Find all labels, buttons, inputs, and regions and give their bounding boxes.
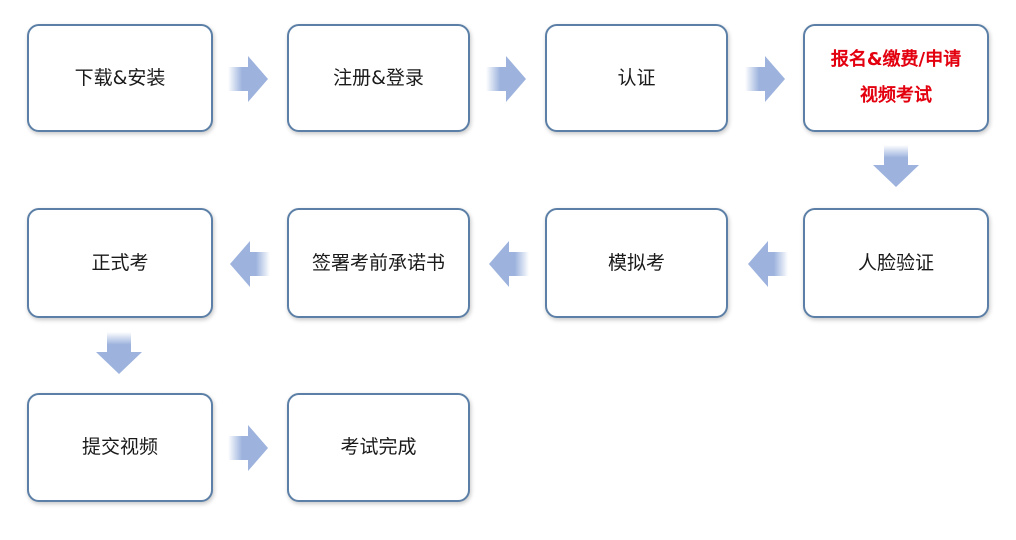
step-label: 正式考 [91,251,149,274]
arrow-right-icon [228,56,268,102]
step-certify: 认证 [545,24,728,132]
step-label: 提交视频 [81,436,158,459]
step-register-login: 注册&登录 [287,24,470,132]
step-label: 模拟考 [607,251,665,274]
step-label: 人脸验证 [857,251,934,274]
step-label: 报名&缴费/申请 视频考试 [830,49,962,106]
step-apply-video-exam: 报名&缴费/申请 视频考试 [803,24,989,132]
step-mock-exam: 模拟考 [545,208,728,318]
step-download-install: 下载&安装 [27,24,213,132]
step-label: 考试完成 [340,436,417,459]
arrow-left-icon [489,241,529,287]
step-label: 认证 [617,66,656,89]
step-formal-exam: 正式考 [27,208,213,318]
arrow-right-icon [228,425,268,471]
step-label: 下载&安装 [74,66,166,89]
arrow-right-icon [745,56,785,102]
arrow-down-icon [873,145,919,187]
step-exam-complete: 考试完成 [287,393,470,502]
arrow-left-icon [748,241,788,287]
step-submit-video: 提交视频 [27,393,213,502]
step-label: 注册&登录 [333,66,424,89]
step-label: 签署考前承诺书 [311,251,445,274]
step-sign-pledge: 签署考前承诺书 [287,208,470,318]
arrow-left-icon [230,241,270,287]
arrow-right-icon [486,56,526,102]
arrow-down-icon [96,332,142,374]
step-face-verify: 人脸验证 [803,208,989,318]
